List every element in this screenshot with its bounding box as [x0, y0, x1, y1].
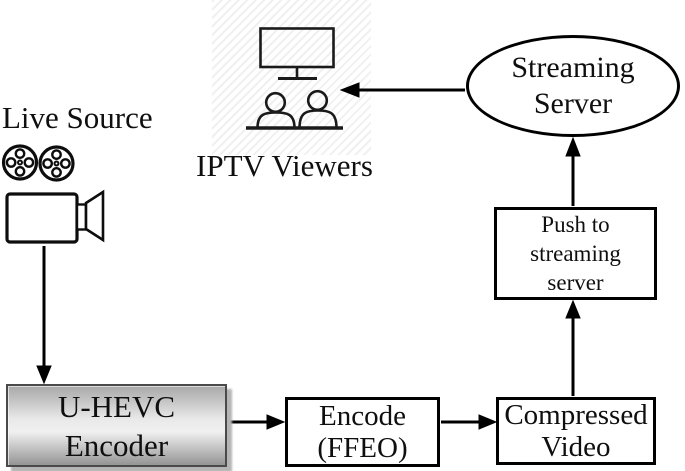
iptv-viewers-icon — [246, 27, 343, 130]
push-to-streaming-server-node: Push to streaming server — [494, 207, 657, 300]
arrow-uhevc-to-encode — [229, 414, 286, 430]
encode-ffeo-node: Encode (FFEO) — [285, 397, 440, 467]
push-line3: server — [547, 270, 604, 295]
streaming-server-line1: Streaming — [511, 51, 635, 84]
uhevc-line1: U-HEVC — [57, 388, 176, 424]
encode-line1: Encode — [319, 400, 406, 432]
iptv-viewers-label: IPTV Viewers — [196, 148, 373, 183]
push-line1: Push to — [541, 212, 610, 237]
compressed-line2: Video — [541, 431, 611, 463]
movie-camera-icon — [1, 144, 105, 244]
compressed-video-node: Compressed Video — [496, 397, 656, 465]
tv-monitor-icon — [259, 27, 335, 69]
arrow-encode-to-compressed — [441, 414, 498, 430]
viewer-head-icon — [264, 91, 287, 114]
uhevc-encoder-node: U-HEVC Encoder — [6, 384, 227, 467]
streaming-server-line2: Server — [533, 87, 613, 120]
uhevc-line2: Encoder — [64, 427, 169, 463]
arrow-push-to-server — [565, 136, 581, 206]
streaming-server-node: Streaming Server — [466, 35, 680, 137]
viewer-head-icon — [306, 89, 329, 112]
arrow-compressed-to-push — [565, 299, 581, 396]
push-line2: streaming — [530, 241, 621, 266]
encode-line2: (FFEO) — [317, 432, 408, 464]
compressed-line1: Compressed — [504, 399, 648, 431]
arrow-camera-to-uhevc — [36, 246, 52, 385]
live-source-label: Live Source — [2, 100, 153, 135]
